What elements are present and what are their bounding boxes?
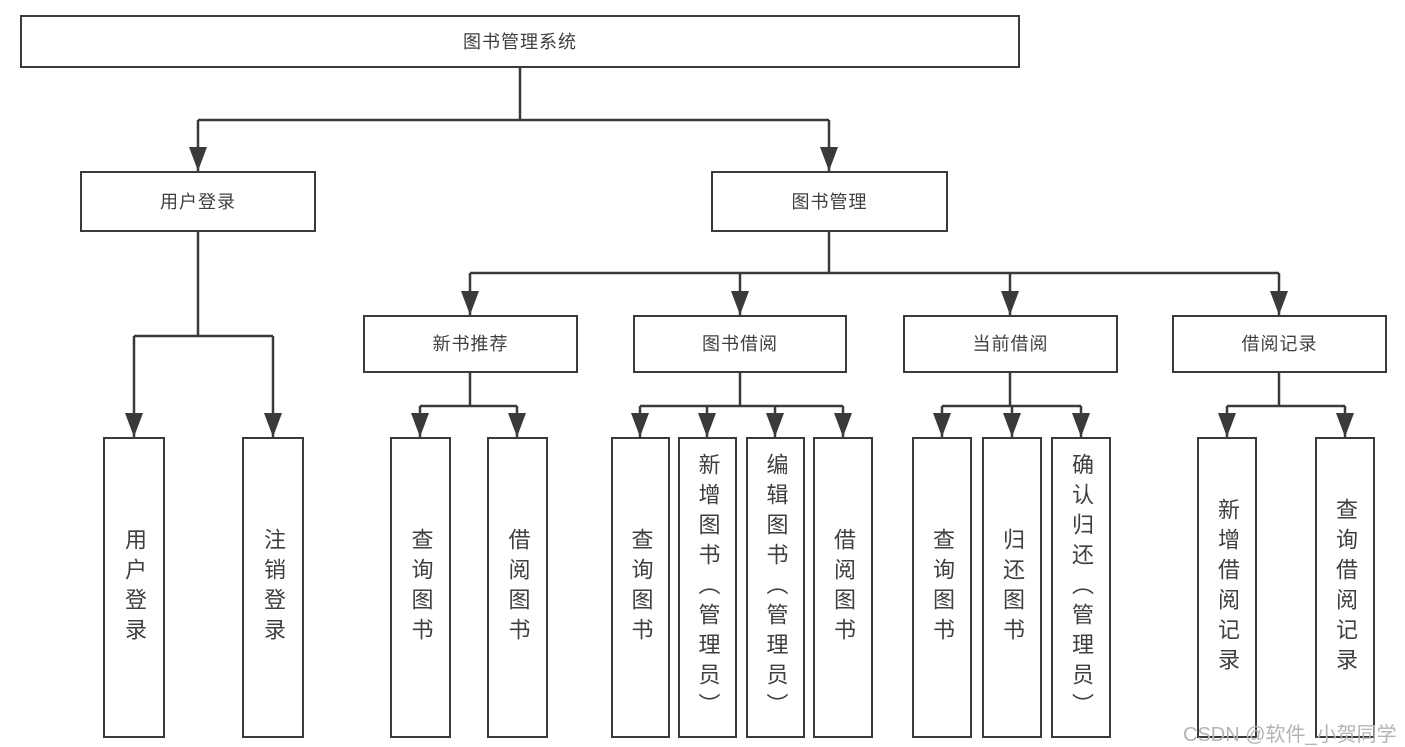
node-bb-borrow-book: 借阅图书: [813, 437, 873, 738]
node-br-add-record: 新增借阅记录: [1197, 437, 1257, 738]
node-user-login-leaf-label: 用户登录: [122, 527, 147, 648]
node-cb-query-book: 查询图书: [912, 437, 972, 738]
node-cb-confirm-return-admin: 确认归还（管理员）: [1051, 437, 1111, 738]
node-book-borrow: 图书借阅: [633, 315, 847, 373]
node-borrow-records: 借阅记录: [1172, 315, 1387, 373]
node-bb-add-book-admin: 新增图书（管理员）: [678, 437, 737, 738]
arrowheads: [125, 147, 1354, 437]
node-br-query-record-label: 查询借阅记录: [1333, 497, 1358, 678]
node-bb-edit-book-admin-label: 编辑图书（管理员）: [763, 452, 789, 723]
node-logout-label: 注销登录: [261, 527, 286, 648]
watermark: CSDN @软件_小贺同学: [1183, 724, 1397, 746]
node-user-login: 用户登录: [80, 171, 316, 232]
node-cb-return-book: 归还图书: [982, 437, 1042, 738]
node-nb-borrow-book: 借阅图书: [487, 437, 548, 738]
node-br-add-record-label: 新增借阅记录: [1215, 497, 1240, 678]
node-nb-borrow-book-label: 借阅图书: [505, 527, 531, 648]
node-bb-query-book: 查询图书: [611, 437, 670, 738]
node-br-query-record: 查询借阅记录: [1315, 437, 1375, 738]
node-bb-add-book-admin-label: 新增图书（管理员）: [695, 452, 721, 723]
node-nb-query-book-label: 查询图书: [408, 527, 434, 648]
node-book-management: 图书管理: [711, 171, 948, 232]
node-user-login-leaf: 用户登录: [103, 437, 165, 738]
node-cb-confirm-return-admin-label: 确认归还（管理员）: [1069, 452, 1094, 723]
node-bb-borrow-book-label: 借阅图书: [831, 527, 856, 648]
node-logout: 注销登录: [242, 437, 304, 738]
node-root: 图书管理系统: [20, 15, 1020, 68]
node-bb-edit-book-admin: 编辑图书（管理员）: [746, 437, 805, 738]
node-nb-query-book: 查询图书: [390, 437, 451, 738]
node-cb-query-book-label: 查询图书: [930, 527, 955, 648]
node-bb-query-book-label: 查询图书: [628, 527, 654, 648]
node-cb-return-book-label: 归还图书: [1000, 527, 1025, 648]
node-new-book-recommend: 新书推荐: [363, 315, 578, 373]
node-current-borrow: 当前借阅: [903, 315, 1118, 373]
